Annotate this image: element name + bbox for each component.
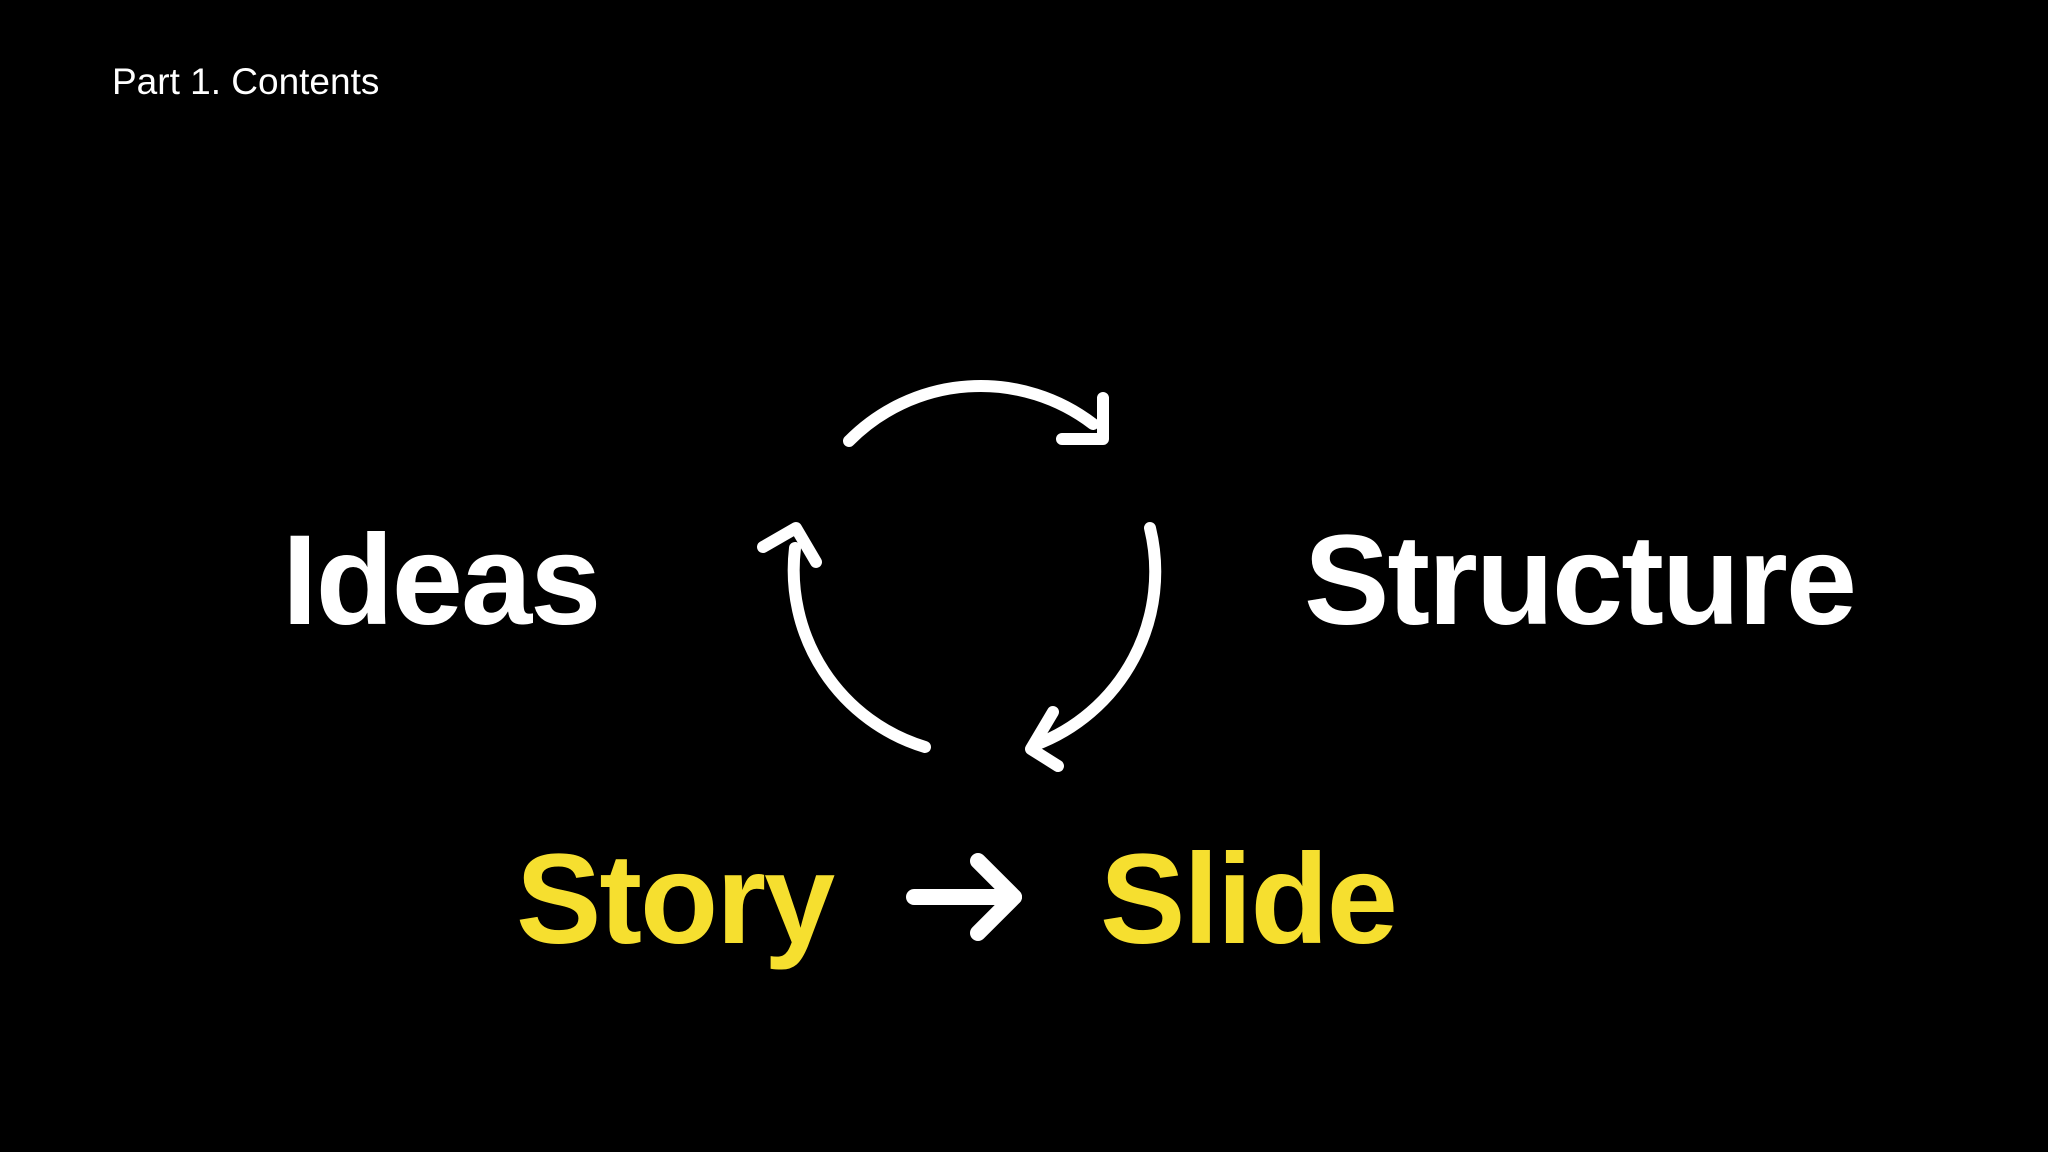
cycle-arrow-right xyxy=(1029,522,1162,751)
flow-node-story: Story xyxy=(516,828,835,971)
cycle-node-structure: Structure xyxy=(1304,509,1857,652)
cycle-arrowhead-right xyxy=(1025,706,1064,772)
section-label: Part 1. Contents xyxy=(112,61,380,102)
cycle-arrowhead-top xyxy=(1056,392,1109,445)
flow-node-slide: Slide xyxy=(1100,828,1398,971)
cycle-arrow-top xyxy=(843,379,1099,447)
cycle-arrowhead-left xyxy=(757,522,822,568)
cycle-node-ideas: Ideas xyxy=(282,509,601,652)
right-arrow-icon xyxy=(906,853,1022,941)
cycle-arrow-left xyxy=(787,542,931,753)
circular-arrows-icon xyxy=(757,379,1162,772)
